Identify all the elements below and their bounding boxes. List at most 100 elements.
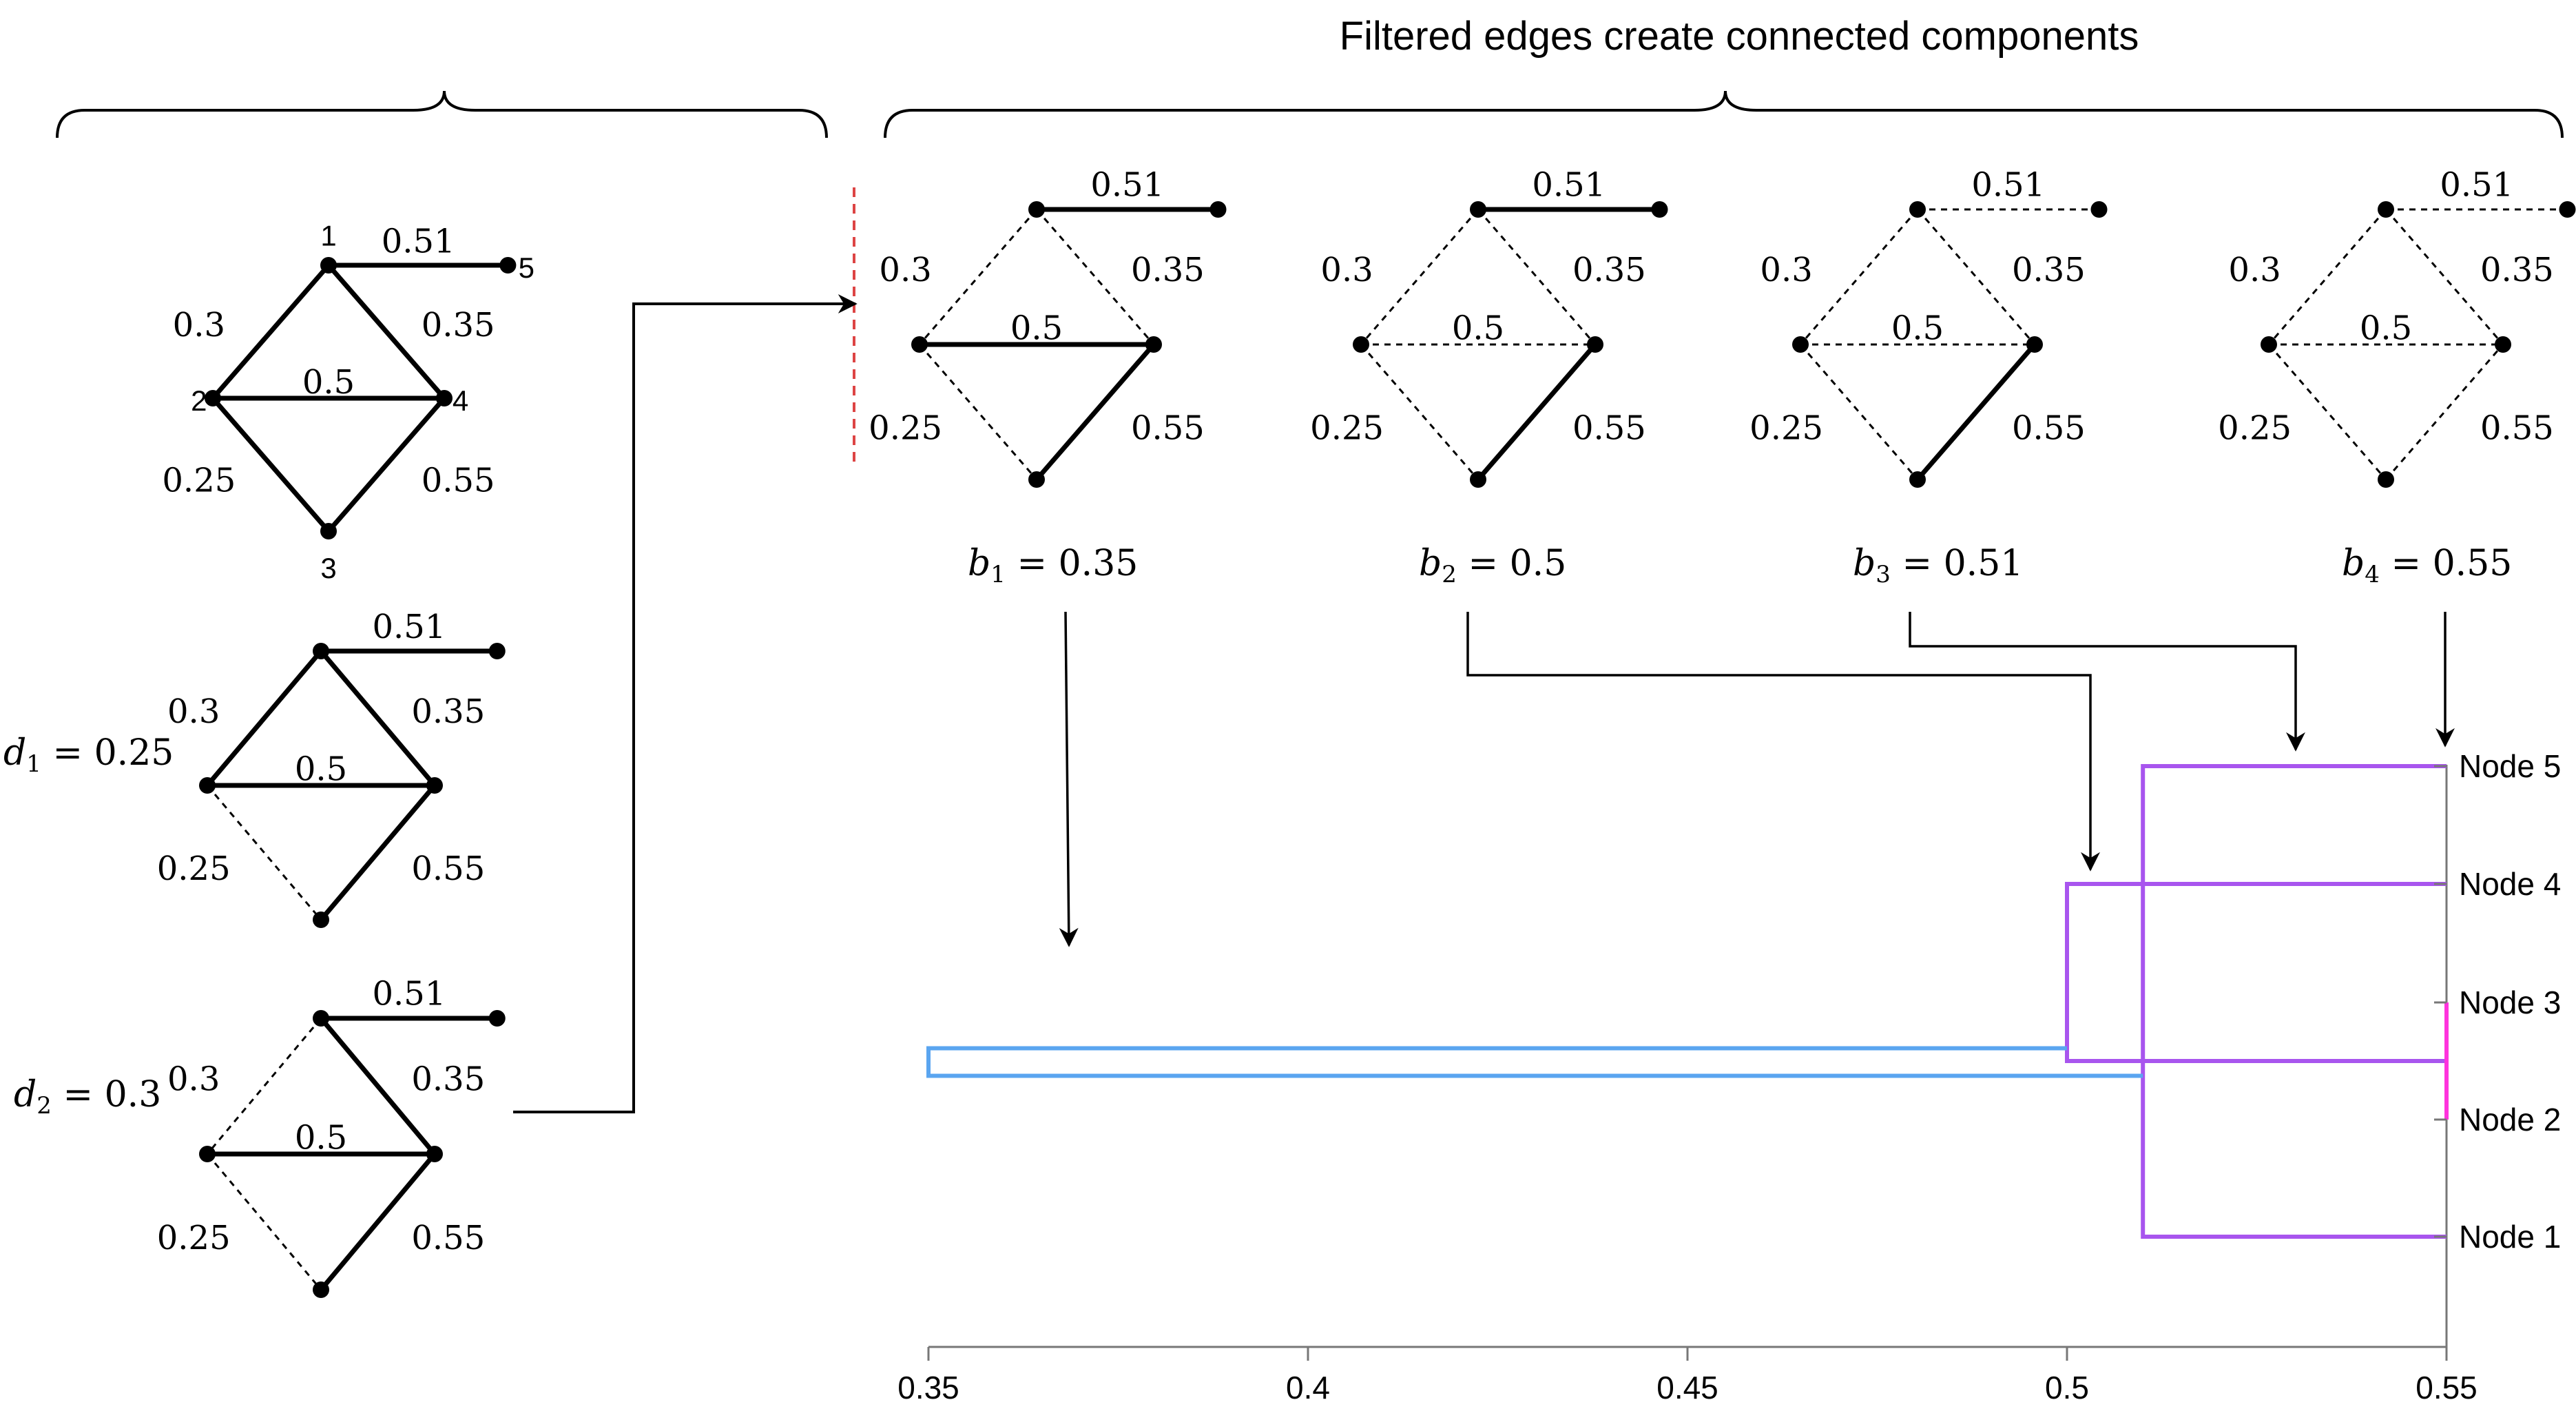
node-label-5: 5 [519, 251, 534, 284]
d1-edge-3-4 [319, 783, 437, 922]
link-root [926, 1046, 2143, 1078]
b3-weight-label: 0.25 [1749, 409, 1823, 448]
b1-weight-label: 0.51 [1090, 166, 1164, 205]
orig-edge-3-4 [326, 396, 446, 533]
d2-weight-label: 0.25 [157, 1219, 231, 1257]
connector-arrow [513, 294, 858, 1113]
b4-weight-label: 0.25 [2218, 409, 2292, 448]
b4-node-3 [2378, 471, 2394, 488]
b1-node-5 [1209, 201, 1227, 218]
d1-weight-label: 0.5 [295, 750, 347, 789]
b2-node-3 [1470, 471, 1486, 488]
b1-node-2 [911, 336, 928, 353]
orig-node-1 [320, 257, 337, 274]
orig-weight-label: 0.55 [422, 462, 495, 500]
b1-weight-label: 0.35 [1131, 251, 1205, 289]
b1-node-4 [1145, 336, 1162, 353]
d2-edge-2-3 [206, 1153, 322, 1290]
d1-weight-label: 0.55 [411, 849, 485, 888]
threshold-graph-d1: 0.51 0.3 0.35 0.5 0.25 0.55 [157, 608, 506, 928]
orig-edge-1-4 [326, 263, 446, 400]
b3-weight-label: 0.35 [2012, 251, 2086, 289]
b4-weight-label: 0.5 [2360, 309, 2412, 347]
b2-label: b2 = 0.5 [1419, 543, 1566, 588]
x-tick-label: 0.4 [1286, 1370, 1330, 1405]
b2-arrow [1466, 612, 2100, 872]
d1-edge-1-2 [205, 649, 323, 787]
filtration-graph-b3: 0.51 0.3 0.35 0.5 0.25 0.55 [1749, 166, 2108, 488]
x-tick-label: 0.55 [2416, 1370, 2478, 1405]
d1-node-3 [313, 912, 329, 928]
d1-node-1 [313, 643, 329, 659]
b2-node-2 [1353, 336, 1369, 353]
orig-node-2 [205, 390, 221, 406]
b3-node-3 [1909, 471, 1926, 488]
b1-weight-label: 0.25 [869, 409, 942, 448]
b3-weight-label: 0.3 [1760, 251, 1812, 289]
d2-edge-3-4 [319, 1152, 437, 1292]
d2-node-2 [199, 1146, 216, 1162]
d2-node-1 [313, 1010, 329, 1027]
b4-weight-label: 0.55 [2480, 409, 2554, 448]
b3-edge-3-4 [1915, 342, 2037, 482]
b1-arrow [1059, 611, 1079, 947]
d1-weight-label: 0.3 [167, 692, 220, 731]
orig-node-4 [436, 390, 453, 406]
b2-weight-label: 0.3 [1320, 251, 1373, 289]
d1-node-5 [488, 643, 506, 659]
d2-weight-label: 0.3 [167, 1060, 220, 1099]
d1-weight-label: 0.35 [411, 692, 485, 731]
d1-node-4 [426, 777, 443, 794]
orig-edge-1-2 [211, 263, 331, 400]
x-tick-label: 0.5 [2045, 1370, 2089, 1405]
b3-weight-label: 0.51 [1971, 166, 2045, 205]
d2-node-4 [426, 1146, 443, 1162]
link-node4-cluster [2065, 882, 2447, 1063]
d1-label: d1 = 0.25 [3, 732, 174, 778]
d2-label: d2 = 0.3 [14, 1074, 161, 1120]
b3-node-1 [1909, 201, 1926, 218]
b2-edge-3-4 [1476, 342, 1597, 482]
b2-weight-label: 0.25 [1310, 409, 1384, 448]
b3-node-5 [2090, 201, 2108, 218]
orig-weight-label: 0.5 [302, 363, 355, 402]
b4-weight-label: 0.35 [2480, 251, 2554, 289]
b3-node-4 [2026, 336, 2043, 353]
b3-label: b3 = 0.51 [1853, 543, 2023, 588]
right-brace [884, 90, 2564, 138]
b4-weight-label: 0.3 [2228, 251, 2281, 289]
d1-weight-label: 0.51 [372, 608, 446, 646]
d2-weight-label: 0.35 [411, 1060, 485, 1099]
d2-weight-label: 0.55 [411, 1219, 485, 1257]
b3-arrow [1909, 612, 2305, 752]
node-label-3: 3 [320, 552, 336, 584]
b1-weight-label: 0.5 [1010, 309, 1063, 347]
b4-node-2 [2261, 336, 2277, 353]
leaf-label: Node 3 [2459, 985, 2561, 1020]
d2-edge-1-4 [319, 1016, 437, 1156]
b1-label: b1 = 0.35 [968, 543, 1138, 588]
d2-node-3 [313, 1281, 329, 1298]
d1-weight-label: 0.25 [157, 849, 231, 888]
left-brace [56, 90, 828, 138]
dendrogram-links [926, 764, 2449, 1239]
b3-weight-label: 0.55 [2012, 409, 2086, 448]
b4-node-5 [2559, 201, 2576, 218]
b2-weight-label: 0.35 [1572, 251, 1646, 289]
leaf-label: Node 4 [2459, 866, 2561, 902]
b2-weight-label: 0.5 [1452, 309, 1504, 347]
d2-weight-label: 0.5 [295, 1118, 347, 1157]
b2-node-4 [1587, 336, 1603, 353]
b2-node-1 [1470, 201, 1486, 218]
orig-weight-label: 0.35 [422, 306, 495, 344]
b3-weight-label: 0.5 [1891, 309, 1944, 347]
node-label-1: 1 [320, 220, 336, 252]
leaf-label: Node 5 [2459, 748, 2561, 784]
